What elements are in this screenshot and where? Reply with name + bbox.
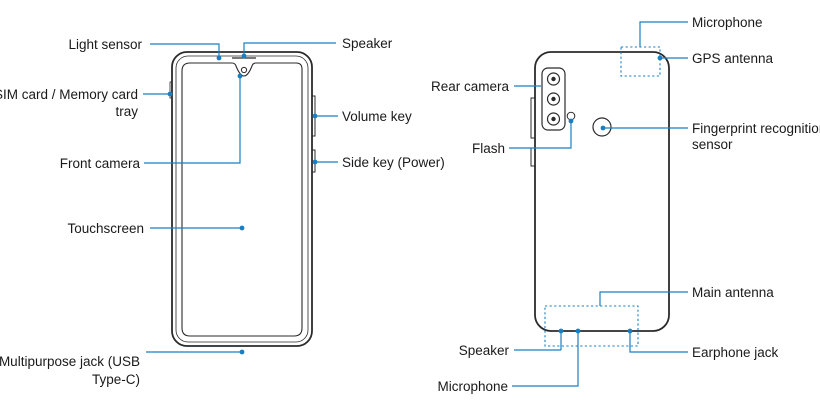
flash-leader: [509, 121, 572, 149]
front-camera-lens: [240, 66, 248, 74]
earphone-jack-dot: [627, 328, 633, 334]
back-leaders: [509, 21, 688, 387]
back-volume-button: [530, 97, 536, 139]
label-light-sensor: Light sensor: [68, 37, 142, 52]
label-flash: Flash: [472, 141, 505, 156]
rear-camera-lenses: [546, 72, 561, 126]
rear-lens-1-inner: [551, 76, 556, 82]
label-main-antenna: Main antenna: [692, 285, 774, 300]
earphone-jack-leader: [629, 331, 688, 353]
front-camera-dot: [237, 73, 243, 79]
light-sensor-leader: [150, 43, 220, 58]
rear-lens-3: [546, 112, 561, 126]
label-speaker-front: Speaker: [342, 36, 393, 51]
rear-lens-3-inner: [551, 116, 556, 122]
back-labels: Microphone GPS antenna Rear camera Finge…: [431, 15, 820, 394]
bottom-antenna-zone: [544, 305, 639, 347]
rear-lens-2: [546, 92, 561, 106]
label-fingerprint-line2: sensor: [692, 137, 733, 152]
speaker-dot: [241, 53, 247, 59]
gps-antenna-dot: [657, 55, 663, 61]
label-rear-camera: Rear camera: [431, 79, 510, 94]
label-touchscreen: Touchscreen: [67, 221, 144, 236]
volume-key-dot: [312, 113, 318, 119]
label-sim-tray-line1: SIM card / Memory card: [0, 87, 138, 102]
main-antenna-leader: [599, 291, 688, 306]
rear-lens-2-inner: [551, 96, 556, 102]
flash-dot: [568, 118, 574, 124]
label-volume-key: Volume key: [342, 109, 412, 124]
multipurpose-jack-dot: [239, 349, 245, 355]
label-multipurpose-jack-line2: Type-C): [92, 372, 140, 387]
microphone-bottom-leader: [512, 331, 579, 387]
microphone-bottom-dot: [575, 328, 581, 334]
label-gps-antenna: GPS antenna: [692, 51, 774, 66]
front-labels: Light sensor Speaker SIM card / Memory c…: [0, 36, 445, 387]
label-front-camera: Front camera: [60, 156, 141, 171]
sim-tray-hardware: [169, 81, 173, 99]
front-leaders: [143, 42, 338, 355]
touchscreen-outline: [181, 62, 303, 337]
light-sensor-dot: [216, 55, 222, 61]
back-device-body: [534, 51, 670, 332]
label-multipurpose-jack-line1: Multipurpose jack (USB: [0, 354, 140, 369]
fingerprint-sensor-hardware: [592, 117, 612, 137]
label-speaker-back: Speaker: [459, 343, 510, 358]
label-earphone-jack: Earphone jack: [692, 345, 779, 360]
label-side-key: Side key (Power): [342, 155, 445, 170]
front-device: [169, 51, 316, 347]
label-microphone-bottom: Microphone: [437, 379, 508, 394]
camera-module: [541, 67, 566, 131]
front-camera-leader: [144, 76, 241, 164]
speaker-leader: [243, 42, 336, 56]
rear-lens-1: [546, 72, 561, 86]
fingerprint-dot: [600, 125, 606, 131]
label-fingerprint-line1: Fingerprint recognition: [692, 121, 820, 136]
back-device: [530, 51, 670, 332]
microphone-top-leader: [639, 21, 688, 47]
speaker-back-dot: [558, 328, 564, 334]
touchscreen-dot: [239, 225, 245, 231]
sim-tray-dot: [167, 91, 173, 97]
label-microphone-top: Microphone: [692, 15, 763, 30]
side-key-dot: [312, 159, 318, 165]
front-device-frame: [175, 55, 309, 343]
label-sim-tray-line2: tray: [115, 104, 138, 119]
front-device-body: [171, 51, 313, 347]
